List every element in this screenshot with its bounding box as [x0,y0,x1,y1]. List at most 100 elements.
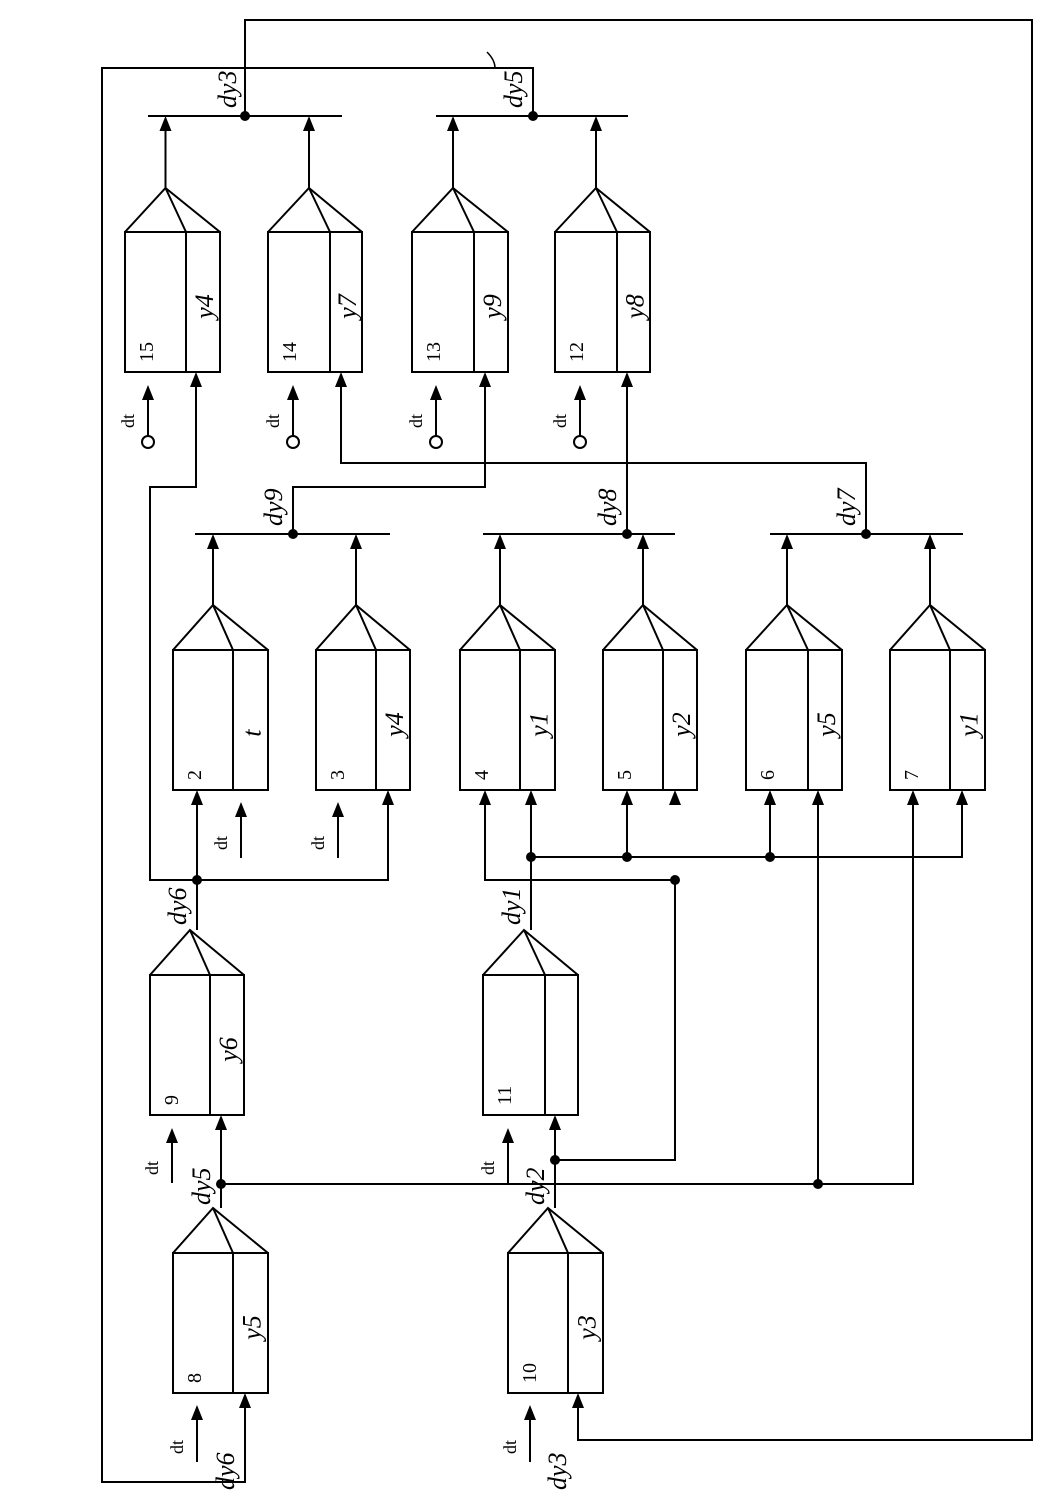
arrow-to-bus-2 [207,534,219,549]
signal-label-dy2: dy2 [521,1167,550,1205]
dt-input-arrow [430,385,442,400]
integrator-head-divider [929,604,951,651]
integrator-blocks: 15y414y713y912y82t3y44y15y26y57y19y6118y… [124,131,986,1394]
integrator-output-label: y4 [380,712,409,740]
signal-label-dy1: dy1 [497,887,526,925]
arrow-into-11 [549,1115,561,1130]
integrator-block-4: 4y1 [459,549,556,791]
integrator-number: 13 [423,342,445,362]
integrator-number: 12 [566,342,588,362]
arrow-into-5a [621,790,633,805]
integrator-block-3: 3 y4 [315,549,411,791]
integrator-head [124,186,221,233]
arrowheads [159,116,968,1408]
junction-dots [192,111,871,1189]
dt-label: dt [500,1440,520,1454]
junction-dot [861,529,871,539]
arrow-into-3 [382,790,394,805]
integrator-head [889,603,986,651]
junction-dot [192,875,202,885]
integrator-body [745,649,843,791]
integrator-block-7: 7y1 [889,549,986,791]
dt-label: dt [211,836,231,850]
dt-source-circle [573,435,587,449]
signal-label-dy7: dy7 [832,487,861,526]
dt-input-8: dt [167,1405,203,1462]
arrow-into-7b [956,790,968,805]
arrow-into-8 [239,1393,251,1408]
integrator-head-divider [499,604,521,651]
integrator-output-label: y7 [333,293,362,322]
integrator-head-divider [595,187,618,233]
integrator-body [124,231,221,373]
dt-input-13: dt [406,385,443,449]
integrator-output-label: y9 [478,294,507,322]
junction-dot [765,852,775,862]
dt-input-arrow [332,802,344,817]
arrow-into-15 [190,372,202,387]
signal-label-dy3-input: dy3 [543,1452,572,1490]
signal-label-dy5: dy5 [187,1167,216,1205]
integrator-block-6: 6 y5 [745,549,843,791]
integrator-head [172,1206,269,1254]
integrator-block-5: 5y2 [602,549,698,791]
dt-input-2: dt [211,802,247,858]
integrator-block-13: 13 y9 [411,131,509,373]
signal-labels: dy3 dy5 dy9 dy8 dy7 dy6 dy1 dy5 dy2 dy6 … [163,70,861,1490]
signal-label-dy6-input: dy6 [211,1452,240,1490]
integrator-output-label: y2 [667,712,696,740]
junction-dot [288,529,298,539]
arrow-to-bus-5 [637,534,649,549]
junction-dot [670,875,680,885]
integrator-head-divider [212,1207,234,1254]
junction-dot [813,1179,823,1189]
integrator-number: 15 [136,342,158,362]
integrator-output-label: t [238,729,267,737]
dt-label: dt [167,1440,187,1454]
dt-input-arrow [287,385,299,400]
integrator-head [602,603,698,651]
integrator-number: 6 [757,770,779,780]
integrator-head-divider [164,187,187,233]
arrow-into-14 [335,372,347,387]
arrow-into-10 [572,1393,584,1408]
dt-input-arrow [191,1405,203,1420]
junction-dot [526,852,536,862]
dt-input-12: dt [550,385,587,449]
dt-label: dt [263,414,283,428]
integrator-number: 3 [327,770,349,780]
integrator-body [315,649,411,791]
integrator-head-divider [212,604,234,651]
arrow-to-bus-15 [159,116,172,131]
dt-label: dt [142,1161,162,1175]
arrow-into-4b [525,790,537,805]
integrator-head [411,186,509,233]
integrator-number: 8 [184,1373,206,1383]
junction-dot [240,111,250,121]
dt-input-arrow [235,802,247,817]
integrator-head-divider [452,187,475,233]
dt-input-arrow [166,1128,178,1143]
junction-dot [528,111,538,121]
signal-label-dy3-top: dy3 [213,70,242,108]
arrow-to-bus-12 [590,116,602,131]
dt-label: dt [118,414,138,428]
integrator-output-label: y6 [214,1037,243,1065]
integrator-body [172,649,269,791]
integrator-number: 14 [279,342,301,362]
integrator-block-11: 11 [482,928,579,1116]
junction-dot [216,1179,226,1189]
integrator-body [602,649,698,791]
integrator-head [554,186,651,233]
arrow-to-bus-13 [447,116,459,131]
junction-dot [550,1155,560,1165]
dt-input-15: dt [118,385,155,449]
integrator-output-label: y1 [955,712,984,740]
integrator-body [889,649,986,791]
integrator-output-label: y5 [812,712,841,740]
arrow-into-2 [191,790,203,805]
dt-label: dt [478,1161,498,1175]
